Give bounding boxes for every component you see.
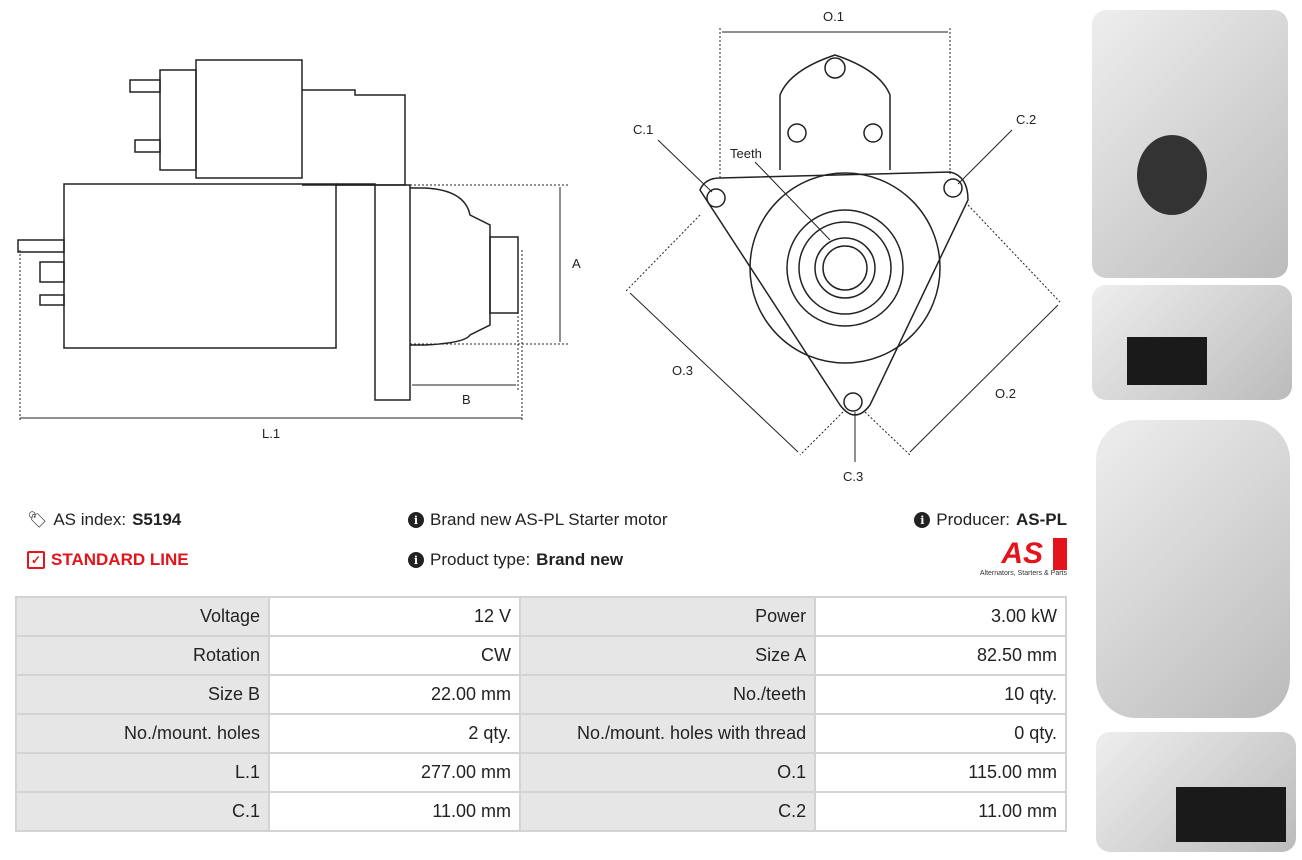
- producer-label: Producer:: [936, 510, 1010, 529]
- side-view-drawing: A L.1 B: [17, 59, 581, 441]
- front-view-drawing: O.1 C.1 C.2 Teeth O.3 O.2 C.3: [624, 9, 1061, 484]
- product-photo-front[interactable]: [1092, 10, 1288, 278]
- spec-value: 11.00 mm: [814, 791, 1067, 832]
- logo-mark: AS: [1001, 538, 1067, 570]
- description: i Brand new AS-PL Starter motor: [408, 510, 667, 530]
- label-c3: C.3: [843, 469, 863, 484]
- as-pl-logo: AS Alternators, Starters & Parts: [965, 538, 1067, 577]
- spec-label: No./mount. holes with thread: [519, 713, 817, 754]
- spec-label: Size A: [519, 635, 817, 676]
- label-b: B: [462, 392, 471, 407]
- spec-label: C.1: [14, 791, 271, 832]
- label-o2: O.2: [995, 386, 1016, 401]
- spec-label: No./teeth: [519, 674, 817, 715]
- label-a: A: [572, 256, 581, 271]
- spec-value: 11.00 mm: [268, 791, 522, 832]
- logo-tagline: Alternators, Starters & Parts: [979, 570, 1067, 577]
- spec-value: 82.50 mm: [814, 635, 1067, 676]
- spec-label: L.1: [14, 752, 271, 793]
- spec-label: Power: [519, 596, 817, 637]
- spec-label: C.2: [519, 791, 817, 832]
- spec-value: 10 qty.: [814, 674, 1067, 715]
- product-photo-rear[interactable]: [1096, 420, 1290, 718]
- spec-value: 12 V: [268, 596, 522, 637]
- as-index-value: S5194: [132, 510, 182, 529]
- label-o1: O.1: [823, 9, 844, 24]
- label-teeth: Teeth: [730, 146, 762, 161]
- tags-icon: 🏷︎: [27, 512, 48, 529]
- spec-value: 277.00 mm: [268, 752, 522, 793]
- as-index-label: AS index:: [53, 510, 127, 529]
- as-index: 🏷︎ AS index: S5194: [27, 510, 181, 530]
- spec-label: No./mount. holes: [14, 713, 271, 754]
- description-text: Brand new AS-PL Starter motor: [430, 510, 668, 529]
- info-icon: i: [914, 512, 931, 528]
- spec-label: Voltage: [14, 596, 271, 637]
- spec-value: 115.00 mm: [814, 752, 1067, 793]
- product-photo-side[interactable]: [1092, 285, 1292, 400]
- spec-value: CW: [268, 635, 522, 676]
- spec-value: 2 qty.: [268, 713, 522, 754]
- spec-value: 3.00 kW: [814, 596, 1067, 637]
- producer: i Producer: AS-PL: [914, 510, 1067, 530]
- standard-line-badge: ✓ STANDARD LINE: [27, 550, 189, 570]
- product-photo-packaged[interactable]: [1096, 732, 1296, 852]
- spec-value: 0 qty.: [814, 713, 1067, 754]
- label-o3: O.3: [672, 363, 693, 378]
- product-type-label: Product type:: [430, 550, 531, 569]
- check-square-icon: ✓: [27, 551, 45, 569]
- spec-label: Size B: [14, 674, 271, 715]
- info-icon: i: [408, 512, 424, 528]
- label-l1: L.1: [262, 426, 280, 441]
- spec-label: O.1: [519, 752, 817, 793]
- spec-label: Rotation: [14, 635, 271, 676]
- line-label: STANDARD LINE: [51, 550, 189, 569]
- label-c2: C.2: [1016, 112, 1036, 127]
- producer-value: AS-PL: [1016, 510, 1067, 529]
- spec-value: 22.00 mm: [268, 674, 522, 715]
- info-icon: i: [408, 552, 424, 568]
- product-type-value: Brand new: [536, 550, 624, 569]
- product-type: i Product type: Brand new: [408, 550, 623, 570]
- label-c1: C.1: [633, 122, 653, 137]
